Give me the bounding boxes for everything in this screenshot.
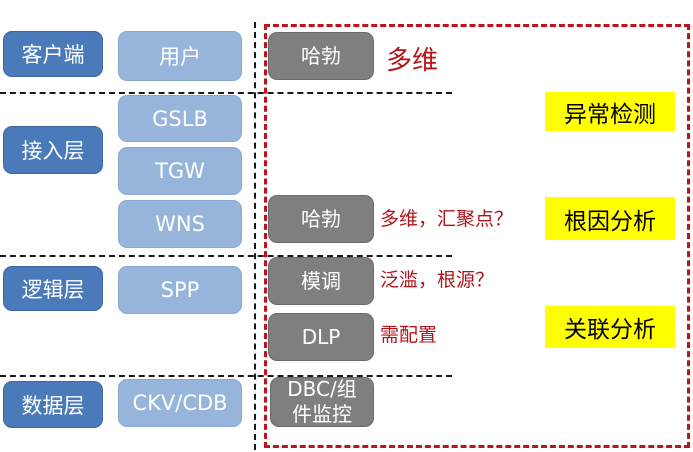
- note-multi-dim: 多维: [386, 46, 439, 76]
- component-spp: SPP: [118, 266, 242, 314]
- component-ckv-cdb: CKV/CDB: [118, 379, 242, 427]
- monitor-dlp: DLP: [268, 313, 374, 361]
- monitor-habo-top: 哈勃: [268, 32, 374, 80]
- monitor-motiao: 模调: [268, 257, 374, 305]
- monitor-habo-mid: 哈勃: [268, 195, 374, 243]
- component-wns: WNS: [118, 200, 242, 248]
- component-user: 用户: [118, 31, 242, 81]
- note-flood-root: 泛滥，根源？: [380, 269, 495, 291]
- layer-logic: 逻辑层: [3, 266, 103, 311]
- separator-client-access: [0, 92, 452, 94]
- separator-logic-data: [0, 375, 452, 377]
- layer-access: 接入层: [3, 126, 103, 174]
- layer-client: 客户端: [3, 31, 103, 77]
- layer-data: 数据层: [3, 381, 103, 428]
- monitoring-region: [264, 24, 690, 448]
- tag-root-cause-analysis: 根因分析: [545, 197, 675, 240]
- separator-access-logic: [0, 255, 452, 257]
- tag-correlation-analysis: 关联分析: [545, 306, 675, 348]
- tag-anomaly-detection: 异常检测: [545, 92, 675, 131]
- component-gslb: GSLB: [118, 95, 242, 142]
- component-tgw: TGW: [118, 147, 242, 195]
- note-multi-dim-agg: 多维，汇聚点？: [380, 208, 514, 230]
- monitor-dbc: DBC/组件监控: [270, 377, 374, 427]
- note-needs-config: 需配置: [380, 324, 438, 346]
- separator-vertical: [254, 22, 256, 450]
